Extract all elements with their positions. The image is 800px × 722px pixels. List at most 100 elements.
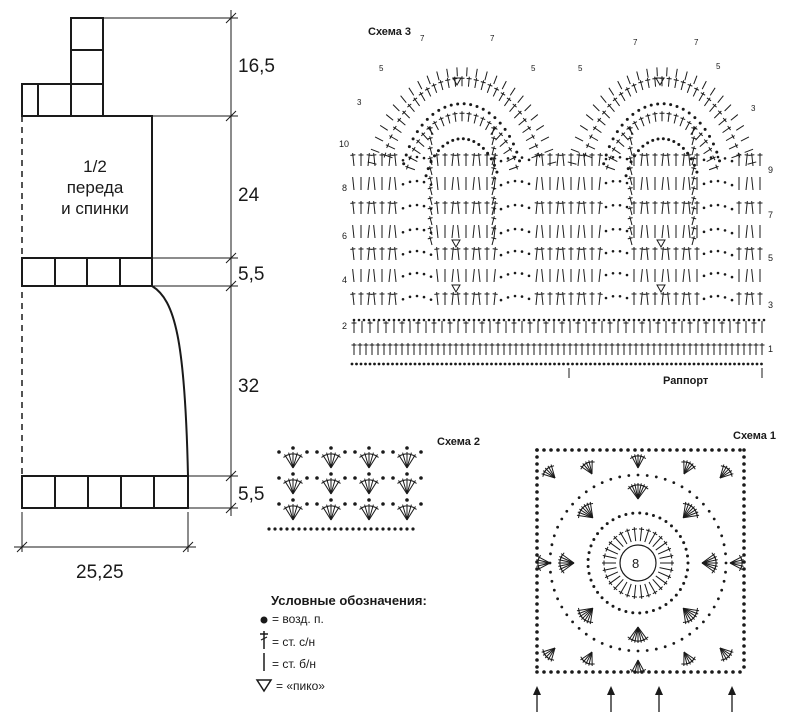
chain-stitch	[723, 296, 727, 299]
chain-stitch	[702, 206, 706, 210]
chain-stitch	[400, 362, 403, 366]
chain-stitch	[668, 670, 672, 674]
stitch-mark	[648, 531, 658, 545]
chain-stitch	[353, 502, 357, 506]
stitch-mark	[652, 579, 663, 591]
stitch-mark	[665, 201, 671, 215]
chain-stitch	[422, 318, 426, 322]
chain-stitch	[716, 203, 720, 207]
stitch-mark	[525, 134, 535, 142]
stitch-mark	[476, 292, 482, 306]
stitch-mark	[560, 247, 566, 261]
chain-stitch	[560, 517, 564, 521]
chain-stitch	[508, 134, 512, 138]
chain-stitch	[627, 318, 631, 322]
chain-stitch	[720, 588, 724, 592]
stitch-mark	[436, 177, 439, 191]
stitch-mark	[688, 177, 691, 191]
chain-stitch	[611, 518, 615, 522]
dim-body-length: 32	[238, 376, 260, 397]
chain-stitch	[549, 448, 553, 452]
chain-stitch	[458, 362, 462, 366]
stitch-mark	[652, 292, 658, 305]
chain-stitch	[547, 318, 551, 322]
stitch-mark	[706, 155, 716, 162]
stitch-mark	[471, 153, 477, 167]
chain-stitch	[527, 252, 531, 256]
stitch-mark	[534, 247, 540, 261]
chain-stitch	[693, 116, 697, 120]
stitch-mark	[577, 177, 580, 191]
chain-stitch	[420, 123, 424, 127]
chain-stitch	[589, 544, 593, 548]
stitch-mark	[631, 584, 637, 599]
chain-stitch	[742, 469, 746, 473]
picot-spoke	[579, 124, 588, 131]
stitch-mark	[694, 292, 700, 305]
chain-stitch	[605, 670, 609, 674]
chain-stitch	[625, 296, 629, 300]
stitch-mark	[597, 343, 603, 355]
stitch-mark	[638, 80, 644, 91]
chain-stitch	[367, 318, 371, 322]
stitch-mark	[583, 225, 586, 239]
chain-stitch	[619, 448, 623, 452]
picot-spoke	[744, 148, 754, 153]
stitch-mark	[442, 201, 448, 214]
chain-stitch	[717, 448, 721, 452]
stitch-mark	[427, 126, 433, 136]
stitch-mark	[655, 321, 661, 333]
chain-stitch	[687, 318, 691, 322]
chain-stitch	[565, 613, 569, 617]
chain-stitch	[654, 448, 658, 452]
chain-stitch	[570, 670, 574, 674]
chain-stitch	[481, 362, 484, 366]
chain-stitch	[408, 295, 412, 299]
chain-stitch	[724, 670, 728, 674]
stitch-mark	[358, 247, 364, 260]
stitch-mark	[431, 321, 437, 333]
chain-stitch	[442, 318, 446, 322]
stitch-mark	[645, 343, 651, 355]
chain-stitch	[651, 609, 655, 613]
stitch-mark	[618, 91, 626, 102]
stitch-mark	[392, 125, 402, 134]
stitch-mark	[504, 97, 512, 107]
chain-stitch	[649, 103, 653, 107]
chain-stitch	[462, 318, 466, 322]
stitch-mark	[438, 80, 444, 91]
chain-stitch	[661, 362, 664, 366]
chain-stitch	[592, 318, 596, 322]
stitch-mark	[472, 269, 475, 283]
chain-stitch	[591, 448, 595, 452]
stitch-mark	[491, 206, 497, 216]
stitch-mark	[476, 201, 482, 215]
chain-stitch	[658, 606, 662, 610]
chain-stitch	[463, 362, 466, 366]
chain-stitch	[742, 504, 746, 508]
stitch-mark	[722, 125, 732, 134]
stitch-mark	[709, 103, 717, 113]
chain-stitch	[722, 579, 726, 583]
picot-spoke	[585, 114, 594, 121]
stitch-mark	[503, 146, 513, 155]
chain-stitch	[562, 362, 565, 366]
stitch-mark	[646, 225, 649, 239]
stitch-mark	[686, 201, 692, 215]
chain-stitch	[419, 476, 423, 480]
chain-stitch	[664, 520, 668, 524]
chain-stitch	[387, 527, 391, 531]
chain-stitch	[451, 138, 455, 142]
stitch-mark	[393, 343, 399, 355]
chain-stitch	[742, 318, 746, 322]
stitch-mark	[589, 201, 595, 214]
stitch-mark	[719, 647, 726, 662]
chain-stitch	[723, 229, 727, 232]
chain-stitch	[575, 362, 579, 366]
picot-count: 5	[531, 64, 536, 73]
chain-stitch	[462, 102, 466, 106]
chain-stitch	[507, 318, 511, 322]
chain-stitch	[737, 318, 741, 322]
chain-stitch	[552, 588, 556, 592]
stitch-mark	[627, 206, 633, 216]
